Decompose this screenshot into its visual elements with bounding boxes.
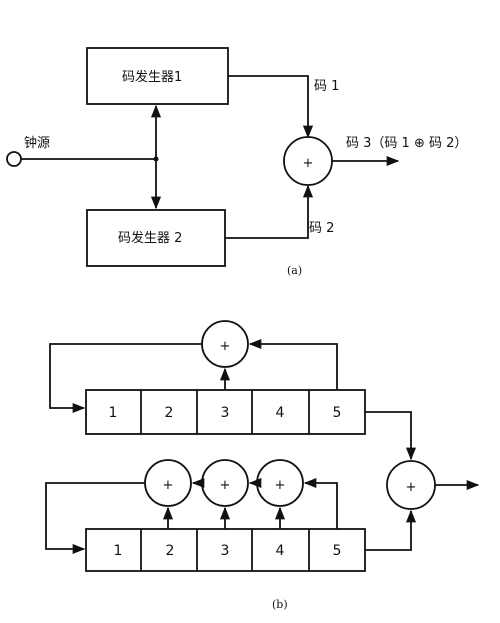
shift-register-bottom: 1 2 3 4 5 xyxy=(85,528,366,572)
caption-b: (b) xyxy=(272,598,288,611)
xor-adder-a-symbol: + xyxy=(303,156,314,171)
caption-a: (a) xyxy=(287,264,302,277)
register-bottom-cell-5: 5 xyxy=(333,543,342,559)
code-1-label: 码 1 xyxy=(314,79,339,94)
register-bottom-cell-4: 4 xyxy=(276,543,285,559)
feedback-adder-bottom-1-symbol: + xyxy=(163,478,174,493)
register-top-cell-1: 1 xyxy=(109,405,118,421)
register-top-cell-2: 2 xyxy=(165,405,174,421)
feedback-adder-bottom-3-symbol: + xyxy=(275,478,286,493)
clock-source-label: 钟源 xyxy=(24,135,50,151)
code-2-label: 码 2 xyxy=(309,221,334,236)
output-adder-symbol: + xyxy=(406,480,417,495)
register-bottom-cell-2: 2 xyxy=(166,543,175,559)
clock-source-terminal xyxy=(6,151,22,167)
diagram-b: 1 2 3 4 5 + 1 2 3 4 5 + + xyxy=(45,320,480,611)
code-generator-2-label: 码发生器 2 xyxy=(118,230,182,246)
diagram-a: 钟源 码发生器1 码发生器 2 码 1 码 2 + 码 3（码 1 ⊕ 码 2）… xyxy=(6,47,467,277)
register-bottom-cell-3: 3 xyxy=(221,543,230,559)
register-bottom-cell-1: 1 xyxy=(114,543,123,559)
register-top-cell-5: 5 xyxy=(333,405,342,421)
shift-register-top: 1 2 3 4 5 xyxy=(85,389,366,435)
feedback-adder-top-symbol: + xyxy=(220,339,231,354)
code-3-label: 码 3（码 1 ⊕ 码 2） xyxy=(346,136,467,151)
code-generator-1-box xyxy=(86,47,229,105)
code-generator-1-label: 码发生器1 xyxy=(122,69,182,85)
register-top-cell-4: 4 xyxy=(276,405,285,421)
feedback-adder-bottom-2-symbol: + xyxy=(220,478,231,493)
register-top-cell-3: 3 xyxy=(221,405,230,421)
